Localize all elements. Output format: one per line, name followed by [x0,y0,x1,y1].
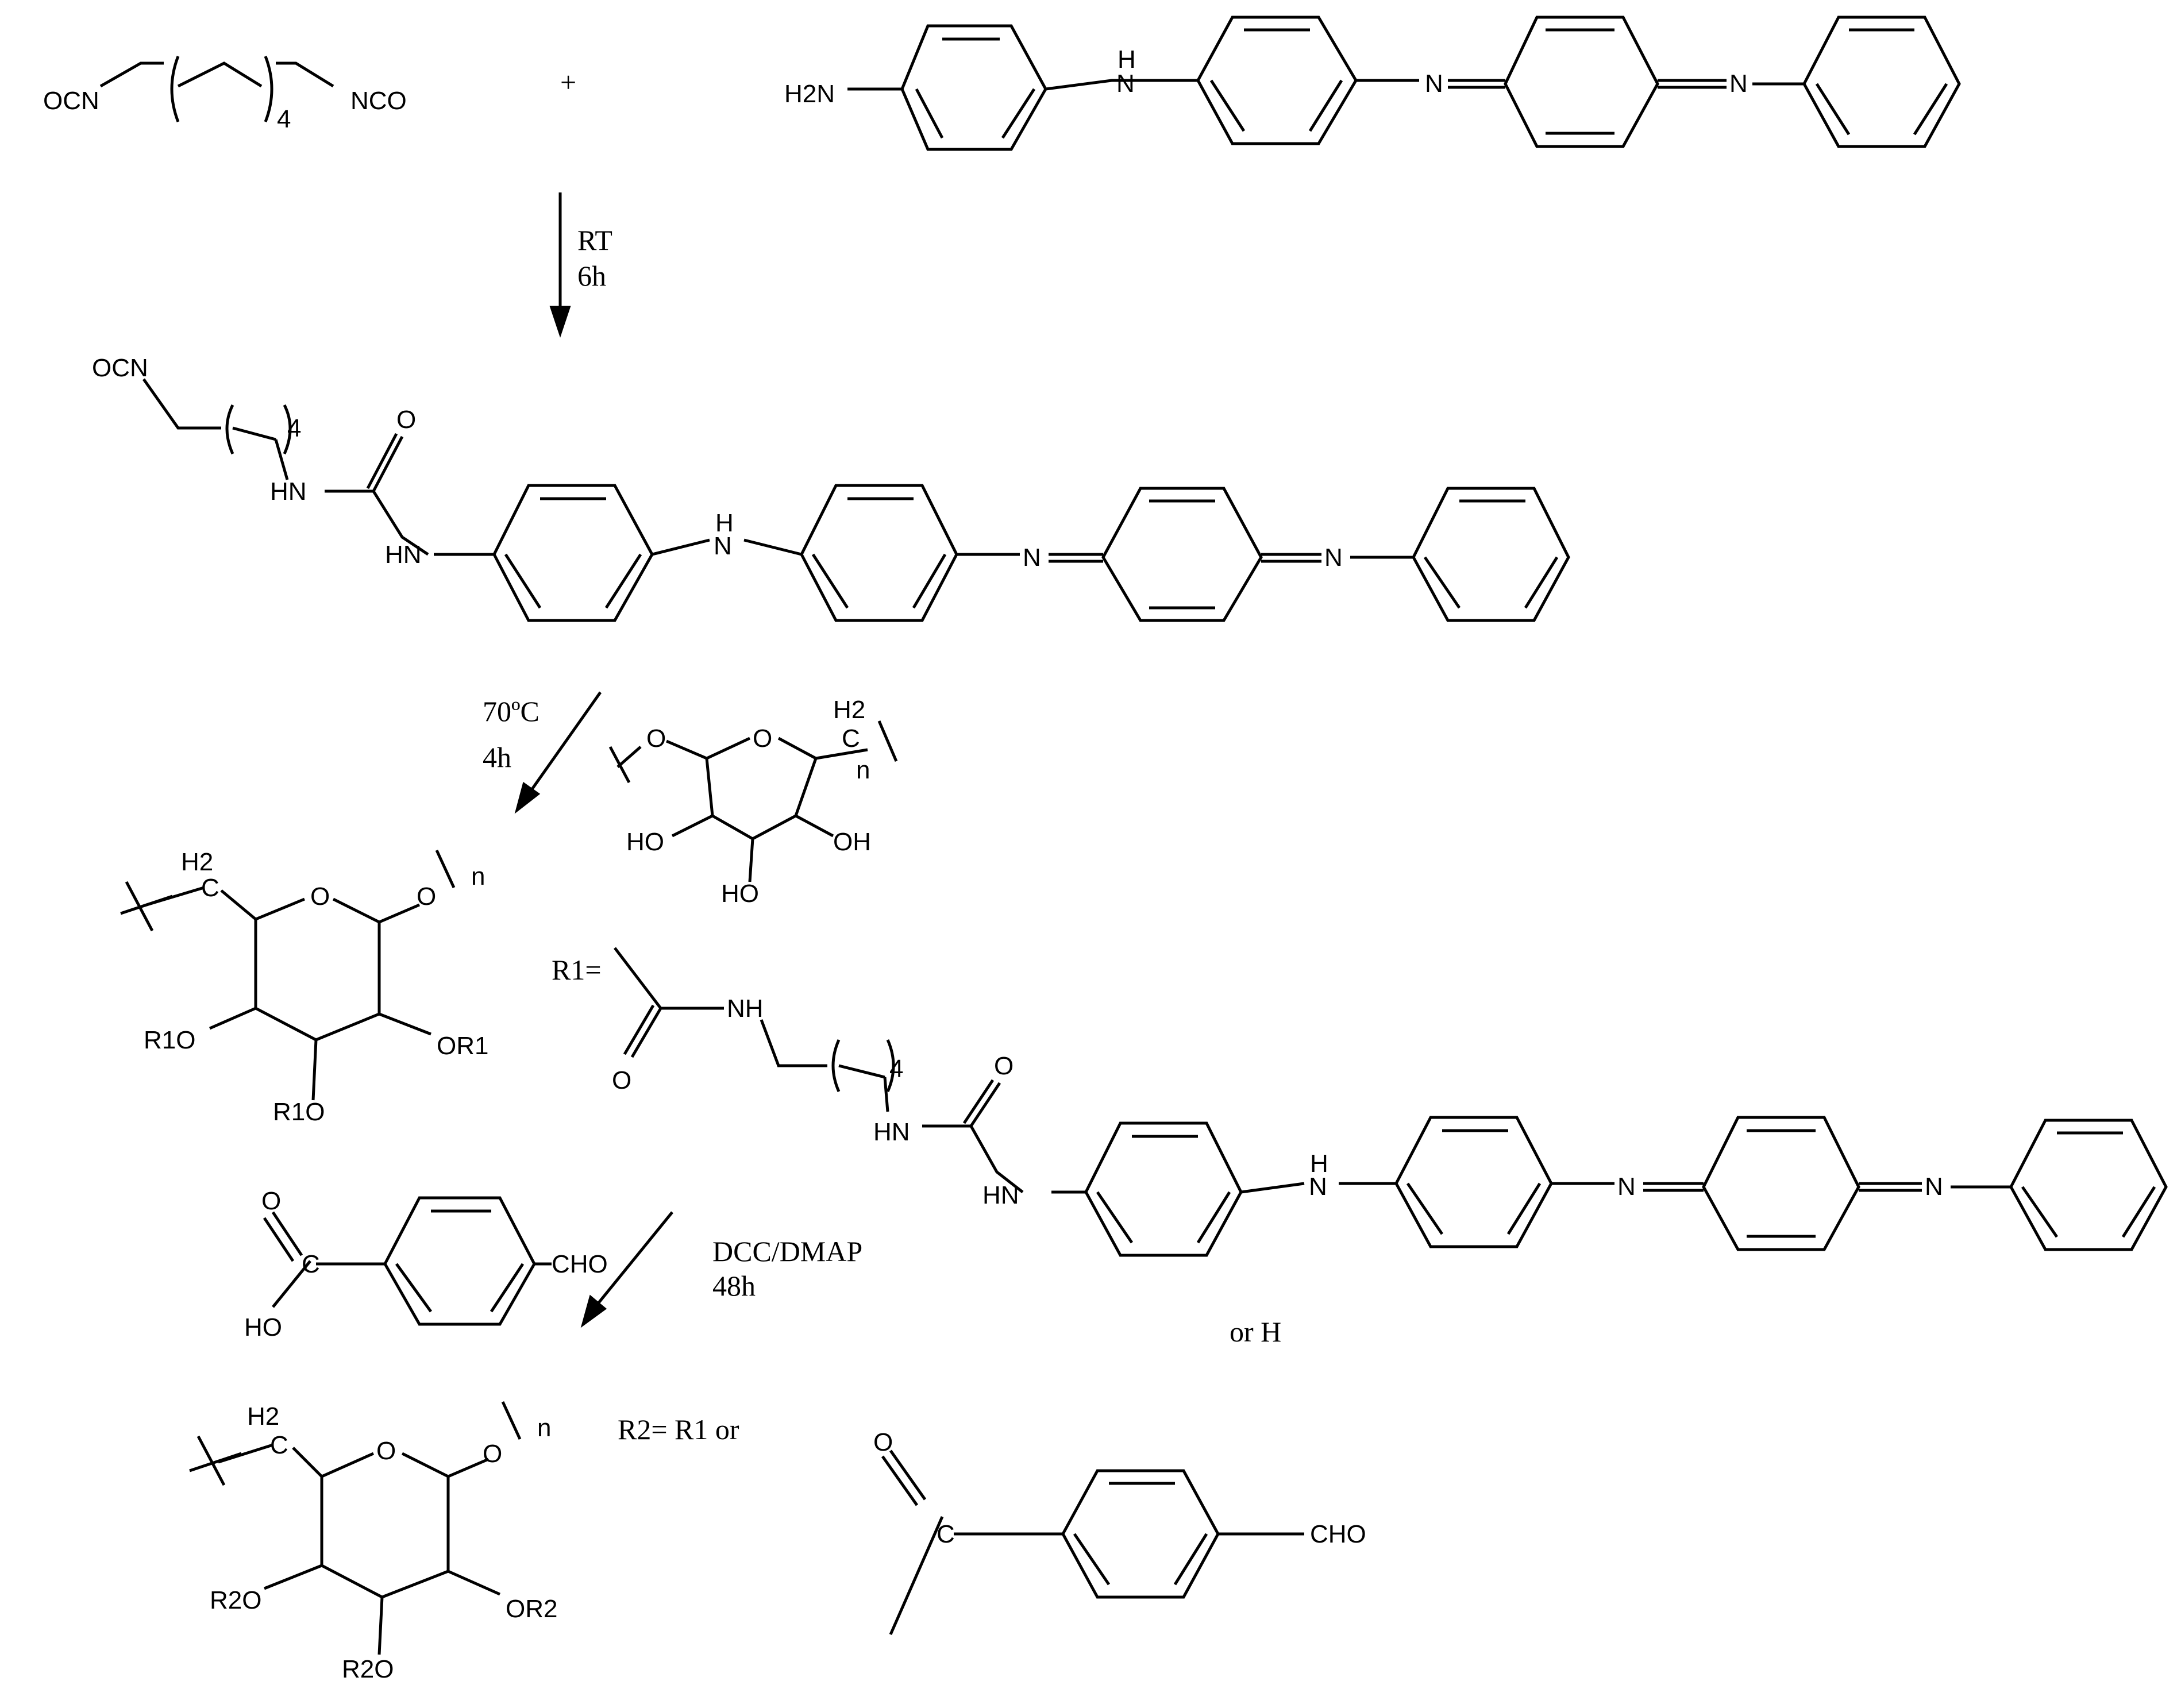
r2-carbonyl-o: O [873,1428,893,1456]
dextran-n: n [856,756,870,784]
r1-carbonyl-o: O [612,1066,631,1094]
urea-hn-lower: HN [385,541,422,569]
ocn-label: OCN [43,87,99,115]
nh-nitrogen: N [1116,70,1135,98]
reaction-arrow-2 [514,691,602,814]
dextran-ho-bottom: HO [721,880,759,908]
imine-n2: N [1729,70,1748,98]
dextran-h2: H2 [833,696,865,724]
r1-nh: NH [727,994,764,1023]
urea-oxygen: O [396,406,416,434]
step1-condition: RT [577,224,612,256]
r1-definition-label: R1= [552,954,602,986]
acid-carbonyl-o: O [261,1187,281,1215]
dextran-oh-right: OH [833,828,871,856]
reaction-arrow-3 [580,1211,673,1328]
r1-nh-h: H [1310,1150,1328,1178]
r1-count: 4 [889,1055,903,1083]
r1-hn-upper: HN [873,1118,910,1146]
nh-hydrogen: H [1118,45,1136,74]
product2-n: n [537,1414,551,1442]
nco-label: NCO [350,87,407,115]
product1-c: C [201,874,219,902]
product2-c: C [270,1431,288,1459]
product1-glycosidic-o: O [417,882,436,911]
tetramer-reagent [847,16,1961,151]
acid-ho: HO [244,1313,282,1341]
intermediate-nh-n: N [714,532,732,560]
product2-r2o-left: R2O [210,1586,261,1614]
product1-or1-right: OR1 [437,1032,488,1060]
imine-n1: N [1425,70,1443,98]
r2-carbonyl-c: C [937,1520,955,1548]
r1-imine-1: N [1617,1173,1636,1201]
dextran-glycosidic-o: O [646,724,666,753]
intermediate-count: 4 [287,414,301,442]
product1-n: n [471,862,485,890]
dextran-ring-o: O [753,724,772,753]
acid-cho: CHO [552,1250,608,1278]
r1-hn-lower: HN [982,1181,1019,1209]
or-h-label: or H [1230,1316,1281,1348]
intermediate-ocn: OCN [92,354,148,382]
product1-r1o-left: R1O [144,1026,195,1054]
urea-hn-upper: HN [270,477,307,506]
plus-sign: + [560,66,576,98]
intermediate-imine-2: N [1324,543,1343,572]
r2-definition-label: R2= R1 or [618,1413,739,1445]
r1-group-structure [614,947,2168,1257]
reaction-arrow-1 [549,192,571,338]
r1-imine-2: N [1925,1173,1943,1201]
intermediate-imine-1: N [1023,543,1041,572]
r2-cho: CHO [1310,1520,1366,1548]
r2-group-structure [881,1449,1304,1636]
step2-condition: 70ºC [483,695,540,727]
step1-time: 6h [577,260,606,292]
product1-r1o-bottom: R1O [273,1098,325,1126]
amine-label: H2N [784,80,835,108]
dextran-ho-left: HO [626,828,664,856]
r1-urea-o: O [994,1052,1014,1080]
product2-ring-o: O [376,1437,396,1465]
product2-h2: H2 [247,1402,279,1431]
product2-or2-right: OR2 [506,1595,557,1623]
step3-time: 48h [712,1270,756,1302]
urea-intermediate [142,378,1570,622]
repeat-count: 4 [277,105,291,133]
step2-time: 4h [483,741,511,773]
product2-r2o-bottom: R2O [342,1655,394,1683]
acid-c: C [302,1250,320,1278]
dextran-c: C [842,724,860,753]
product1-ring-o: O [310,882,330,911]
product2-glycosidic-o: O [483,1440,502,1468]
r1-nh-n: N [1309,1173,1327,1201]
intermediate-nh-h: H [715,509,734,537]
dextran-structure [608,720,898,882]
step3-reagent: DCC/DMAP [712,1235,862,1267]
diisocyanate-reagent [99,56,334,122]
formylbenzoic-acid-structure [263,1196,552,1326]
product1-h2: H2 [181,848,213,876]
product-1-structure [120,849,456,1101]
product-2-structure [189,1401,522,1655]
